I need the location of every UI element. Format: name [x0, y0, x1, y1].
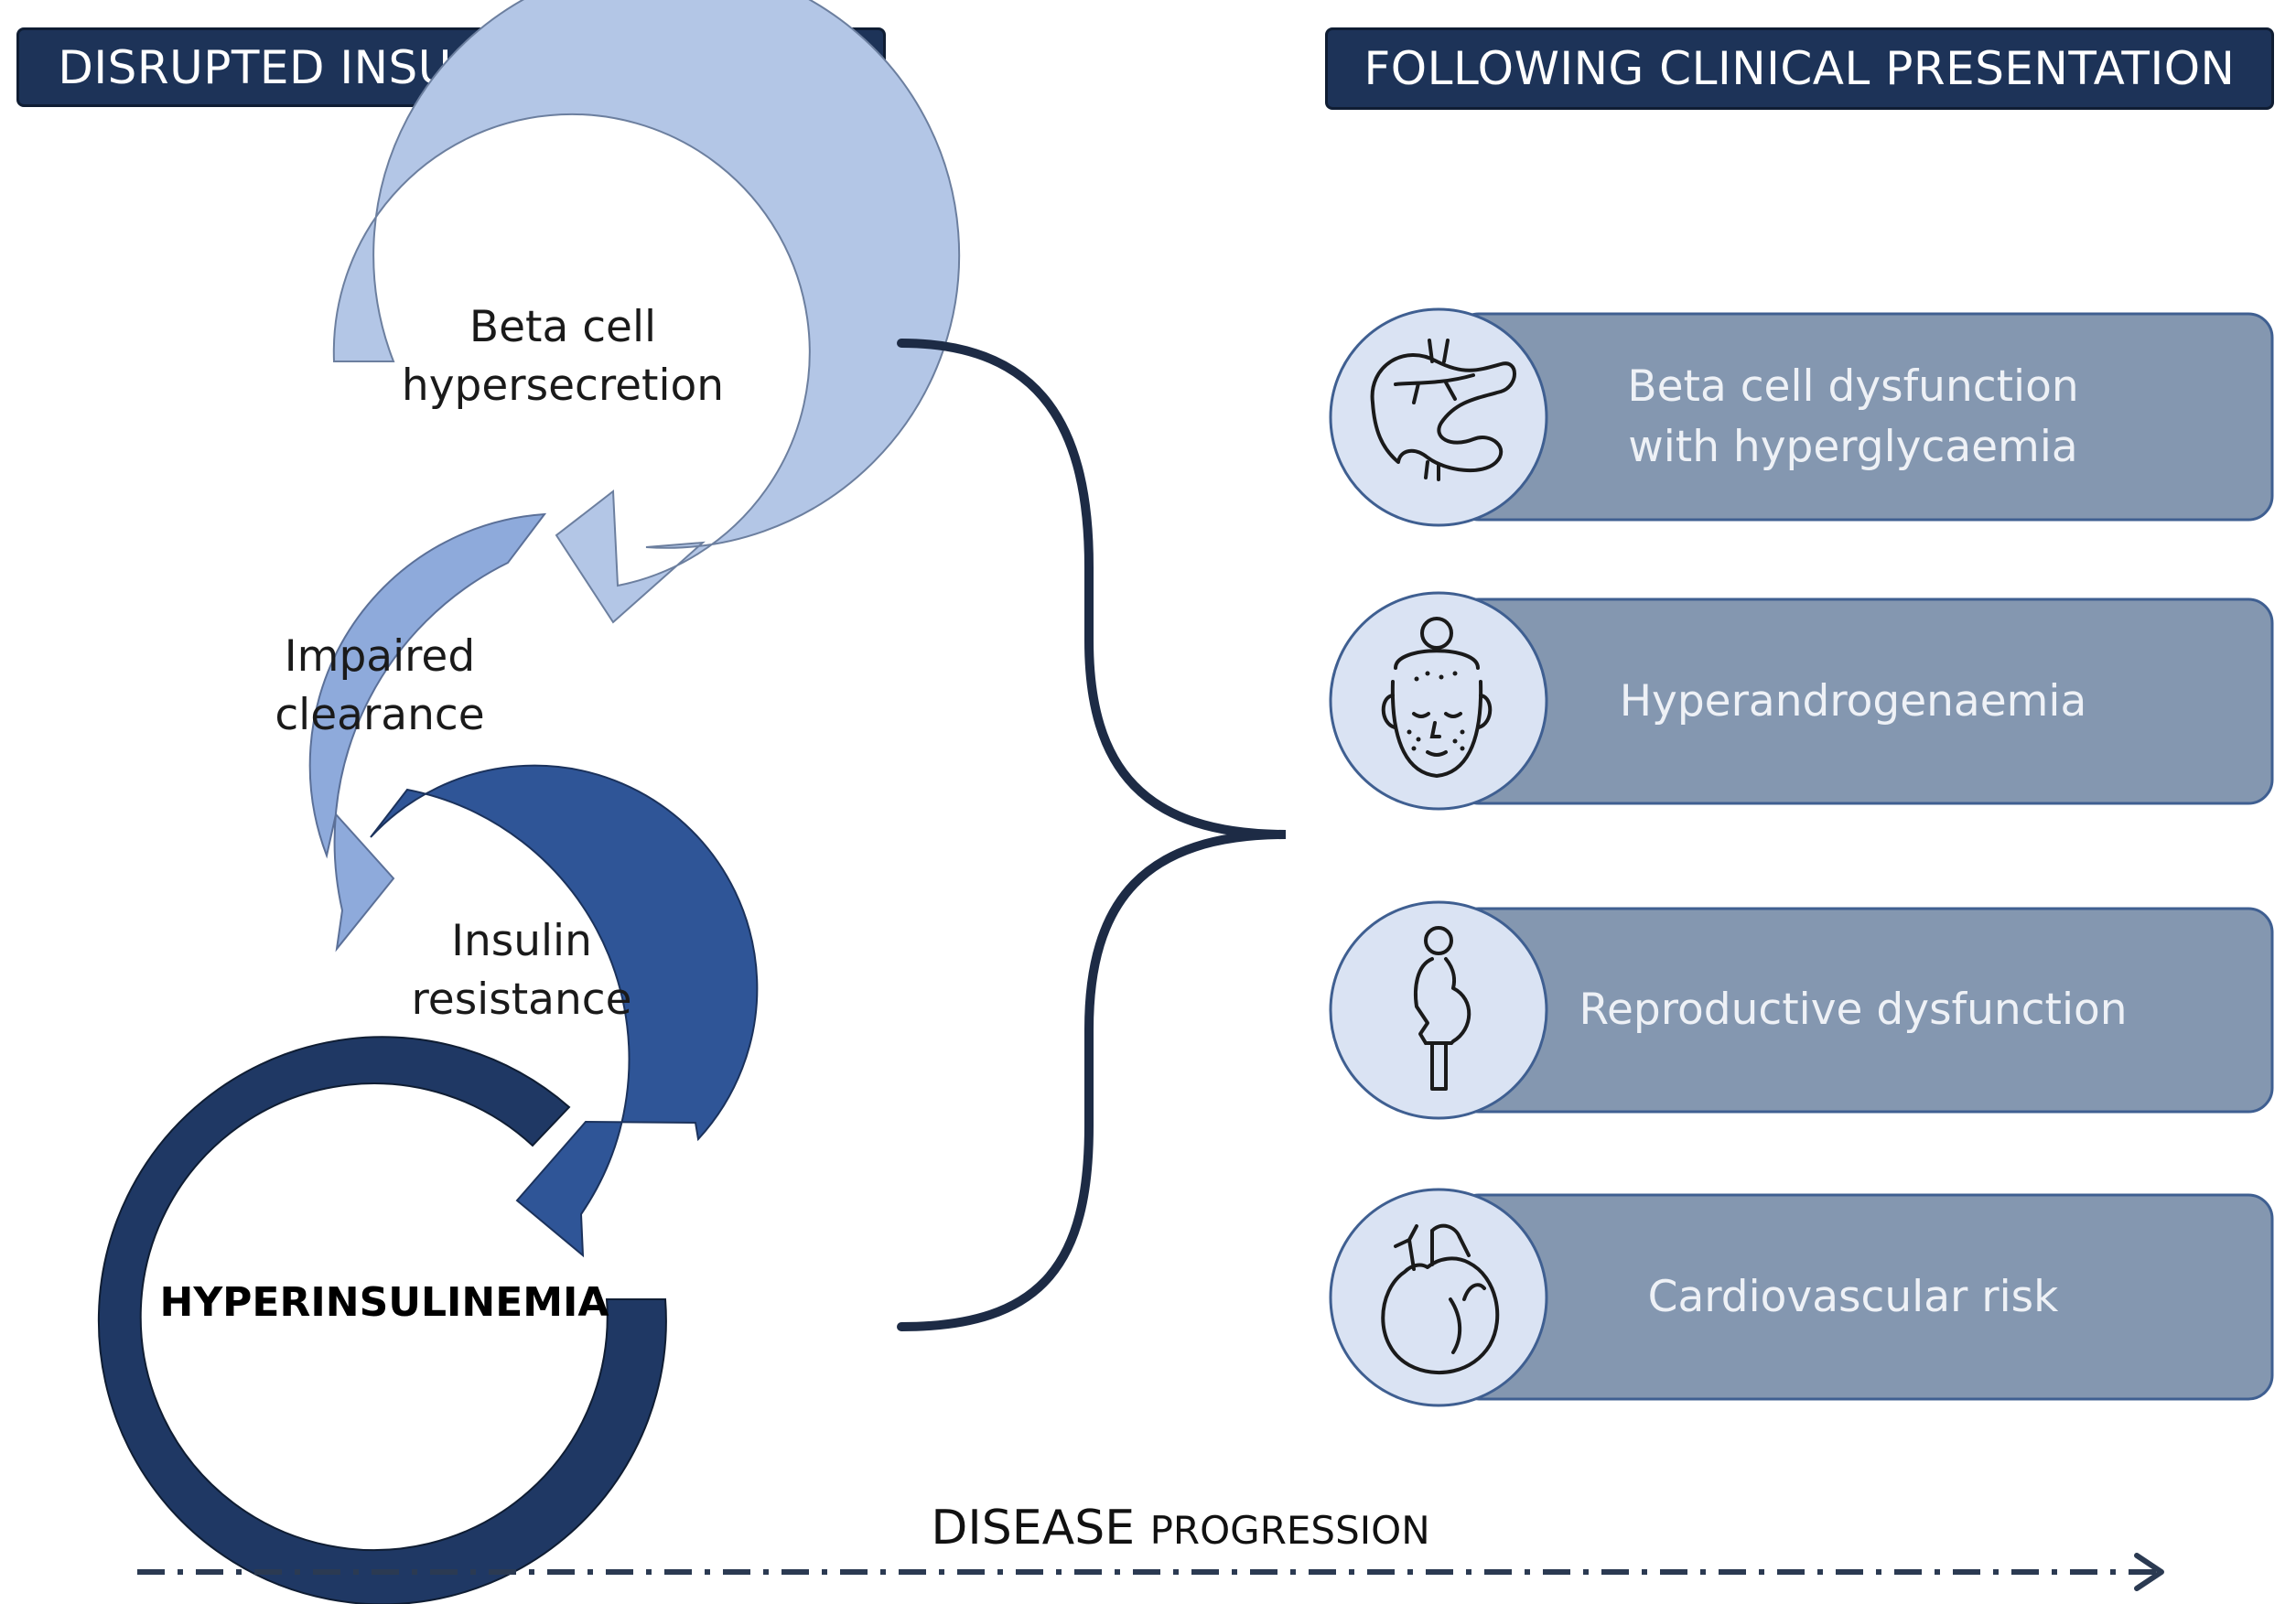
arrow-impaired-clearance: [308, 512, 547, 953]
beta-line1: Beta cell: [469, 302, 657, 352]
curly-brace: [897, 339, 1287, 1331]
heart-icon: [1381, 1223, 1500, 1375]
card-text-cardiovascular-risk: Cardiovascular risk: [1556, 1195, 2150, 1399]
pregnant-woman-icon: [1414, 926, 1471, 1091]
card-beta-cell-dysfunction: [1329, 307, 2274, 527]
arrow-insulin-resistance: [370, 764, 759, 1258]
resistance-line1: Insulin: [451, 916, 592, 966]
progress-word-disease: DISEASE: [931, 1501, 1136, 1556]
disease-progression-arrow: [137, 1553, 2164, 1591]
card-1-line2: with hyperglycaemia: [1628, 421, 2078, 472]
card-text-beta-cell-dysfunction: Beta cell dysfunction with hyperglycaemi…: [1556, 314, 2150, 520]
label-impaired-clearance: Impaired clearance: [210, 628, 549, 745]
card-cardiovascular-risk: [1329, 1188, 2274, 1407]
card-1-line1: Beta cell dysfunction: [1627, 361, 2079, 412]
card-2-line1: Hyperandrogenaemia: [1619, 675, 2087, 727]
beta-line2: hypersecretion: [401, 361, 725, 411]
card-3-line1: Reproductive dysfunction: [1579, 985, 2128, 1035]
arrow-hyperinsulinemia: [97, 1036, 667, 1604]
impaired-line2: clearance: [275, 690, 485, 740]
label-hyperinsulinemia: HYPERINSULINEMIA: [159, 1279, 609, 1326]
label-beta-cell-hypersecretion: Beta cell hypersecretion: [389, 298, 737, 415]
progress-word-progression: PROGRESSION: [1149, 1508, 1430, 1553]
pancreas-icon: [1370, 339, 1516, 481]
label-insulin-resistance: Insulin resistance: [357, 912, 686, 1029]
card-4-line1: Cardiovascular risk: [1647, 1271, 2059, 1322]
header-following-clinical-presentation: FOLLOWING CLINICAL PRESENTATION: [1325, 27, 2274, 110]
card-text-hyperandrogenaemia: Hyperandrogenaemia: [1556, 599, 2150, 803]
disease-progression-label: DISEASE PROGRESSION: [851, 1501, 1510, 1556]
resistance-line2: resistance: [411, 974, 632, 1025]
card-reproductive-dysfunction: [1329, 900, 2274, 1120]
arrow-beta-cell-hypersecretion: [332, 0, 961, 624]
card-hyperandrogenaemia: [1329, 591, 2274, 811]
card-text-reproductive-dysfunction: Reproductive dysfunction: [1556, 909, 2150, 1112]
face-acne-icon: [1381, 617, 1493, 779]
impaired-line1: Impaired: [284, 631, 476, 682]
